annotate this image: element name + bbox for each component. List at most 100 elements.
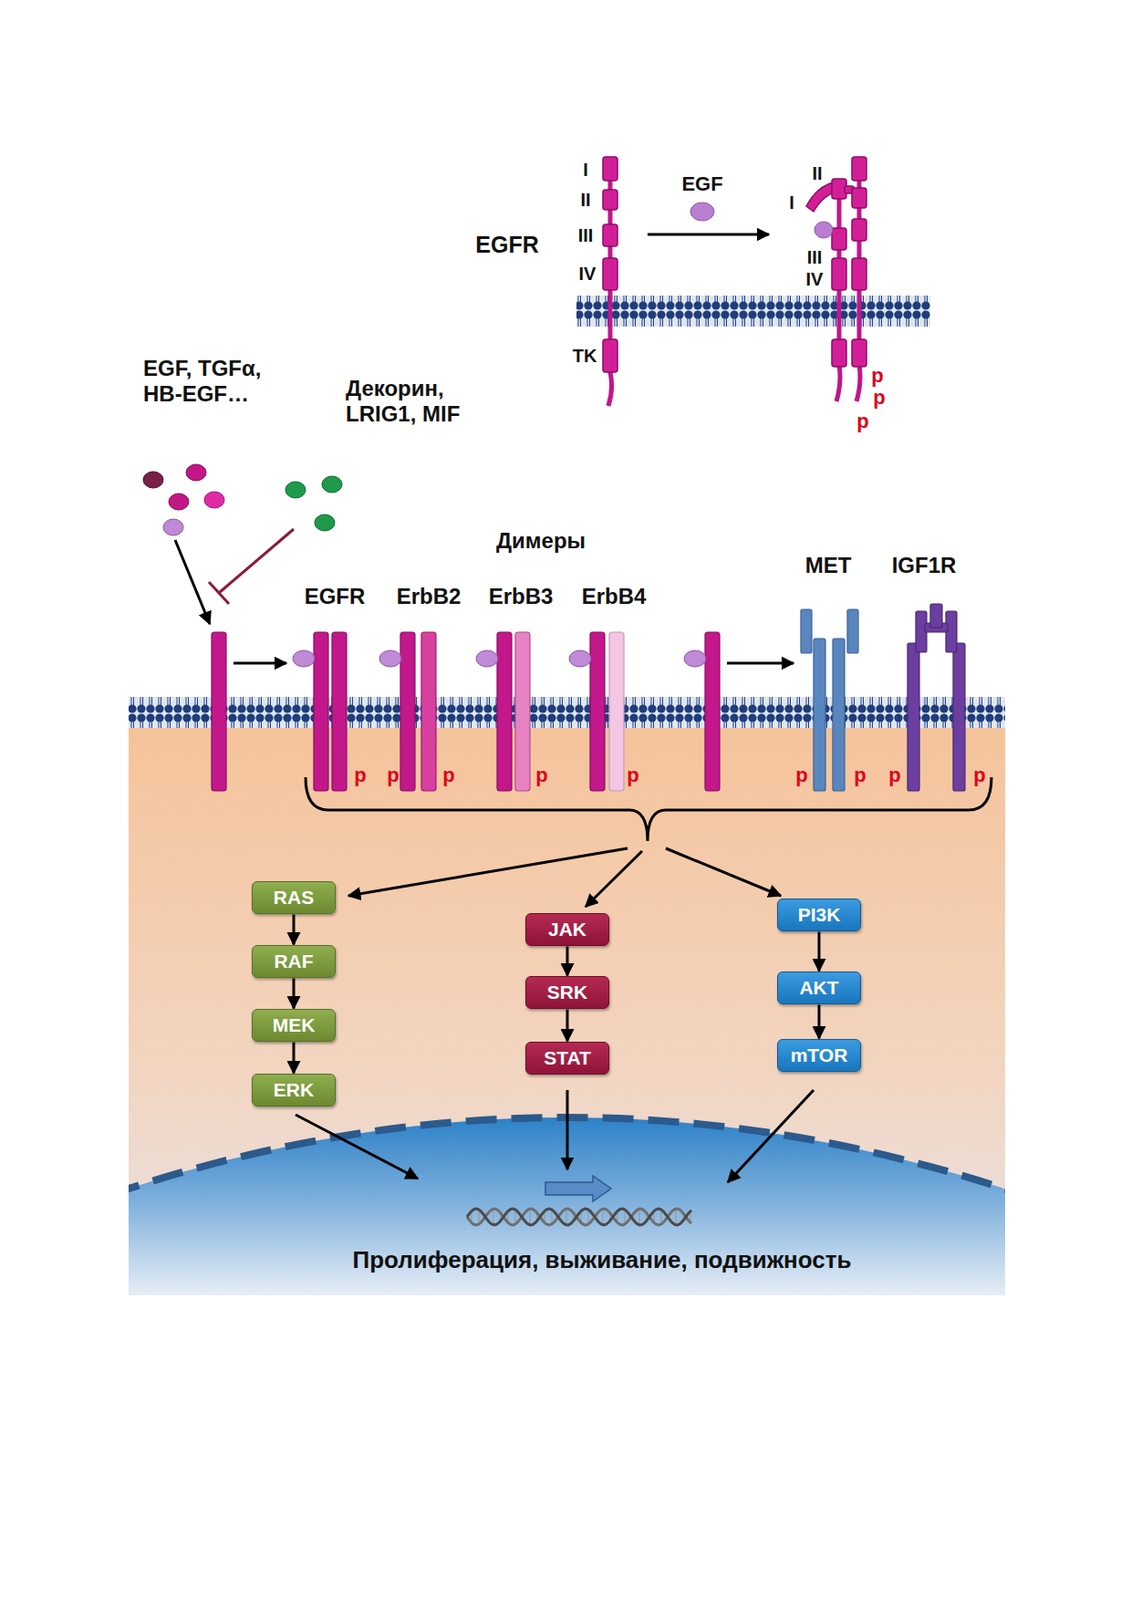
pathway-box: PI3K: [777, 898, 862, 931]
dna-rung: [587, 1209, 589, 1225]
egfr-dimer: [806, 156, 867, 402]
dna-strand: [466, 1208, 692, 1225]
branch-arrow: [665, 848, 781, 896]
pathway-name: AKT: [787, 976, 851, 998]
dimerization-arrow: [233, 662, 287, 665]
phospho-mark: p: [626, 763, 639, 787]
plasma-membrane: [128, 696, 1006, 728]
phospho-mark: p: [853, 763, 866, 787]
receptors: [211, 603, 965, 791]
domain-name: TK: [572, 345, 598, 367]
inhibitor-list: Декорин, LRIG1, MIF: [345, 375, 483, 426]
pathway-name: mTOR: [787, 1044, 851, 1066]
pathway-box: JAK: [525, 913, 610, 945]
branch-arrow: [348, 848, 628, 896]
pathway-name: RAF: [261, 950, 326, 972]
receptor-name: ErbB2: [396, 583, 462, 610]
dna-strand: [466, 1208, 692, 1225]
dna-rung: [601, 1208, 603, 1225]
pathway-box: MEK: [251, 1008, 336, 1041]
dna-rung: [492, 1208, 494, 1225]
phospho-mark: p: [856, 409, 869, 433]
inhibition-line: [218, 529, 294, 593]
group-title: Димеры: [496, 528, 586, 554]
receptor-name: IGF1R: [892, 552, 957, 579]
phospho-mark: p: [795, 763, 808, 787]
egfr-monomer: [602, 156, 618, 406]
signal-arrow: [292, 1042, 296, 1074]
pathway-name: JAK: [535, 918, 600, 940]
inhibition-bar: [208, 581, 229, 604]
bound-ligands: [292, 650, 706, 667]
signal-arrow: [292, 914, 296, 945]
pathway-box: SRK: [525, 975, 610, 1008]
domain-number: III: [578, 225, 594, 247]
ligand-name: EGF: [681, 172, 723, 196]
dna-helix: [466, 1208, 692, 1225]
signal-arrow: [818, 932, 821, 972]
pathway-box: ERK: [251, 1073, 336, 1106]
pathway-name: RAS: [261, 886, 326, 908]
dna-rung: [529, 1208, 530, 1225]
phospho-mark: p: [872, 385, 885, 409]
domain-number: IV: [806, 269, 824, 291]
domain-number: II: [580, 189, 591, 211]
nuclear-arrow: [295, 1114, 418, 1179]
nuclear-arrow: [727, 1089, 814, 1183]
pathway-name: PI3K: [787, 903, 851, 925]
egf-ligand: [690, 202, 715, 221]
outcome-text: Пролиферация, выживание, подвижность: [352, 1246, 852, 1275]
egf-ligand: [814, 221, 833, 239]
domain-number: IV: [579, 263, 597, 285]
pathway-name: MEK: [261, 1014, 326, 1036]
receptor-name: MET: [805, 552, 852, 579]
pathway-name: STAT: [535, 1047, 600, 1069]
receptor-name: ErbB4: [581, 583, 647, 610]
ligand-list: EGF, TGFα, HB-EGF…: [143, 355, 299, 406]
activation-arrow: [647, 233, 769, 237]
signal-arrow: [566, 946, 570, 976]
pathway-box: RAS: [251, 881, 336, 914]
signal-arrow: [818, 1005, 821, 1039]
dna-rung: [623, 1209, 625, 1225]
signal-arrow: [566, 1009, 570, 1042]
brace: [305, 777, 992, 841]
pathway-box: STAT: [525, 1041, 610, 1074]
phospho-mark: p: [442, 763, 455, 787]
domain-number: III: [807, 247, 823, 269]
receptor-name: EGFR: [475, 231, 539, 259]
pathway-box: RAF: [251, 944, 336, 977]
receptor-name: EGFR: [304, 583, 366, 610]
receptor-name: ErbB3: [488, 583, 554, 610]
transcription-arrow: [545, 1175, 612, 1202]
domain-number: I: [582, 159, 589, 181]
transactivation-arrow: [726, 662, 794, 665]
dna-rung: [638, 1208, 640, 1225]
domain-number: II: [811, 163, 822, 185]
phospho-mark: p: [888, 763, 901, 787]
branch-arrow: [585, 850, 643, 907]
phospho-mark: p: [386, 763, 399, 787]
signal-arrow: [292, 978, 296, 1009]
ligand-cluster: [143, 464, 225, 536]
pathway-name: ERK: [261, 1079, 326, 1100]
inhibitor-cluster: [285, 476, 343, 531]
phospho-mark: p: [973, 763, 986, 787]
pathway-box: AKT: [777, 971, 862, 1004]
dna-rung: [565, 1208, 567, 1225]
phospho-mark: p: [871, 363, 883, 387]
pathway-name: SRK: [535, 981, 600, 1003]
nuclear-arrow: [566, 1089, 570, 1170]
dna-rung: [674, 1208, 676, 1225]
inset-membrane: [576, 295, 931, 327]
phospho-mark: p: [535, 763, 548, 787]
pathway-box: mTOR: [777, 1038, 862, 1071]
dna-rung: [514, 1209, 516, 1225]
phospho-mark: p: [353, 763, 366, 787]
domain-number: I: [788, 192, 795, 214]
binding-arrow: [175, 539, 210, 624]
dna-rung: [477, 1209, 479, 1225]
